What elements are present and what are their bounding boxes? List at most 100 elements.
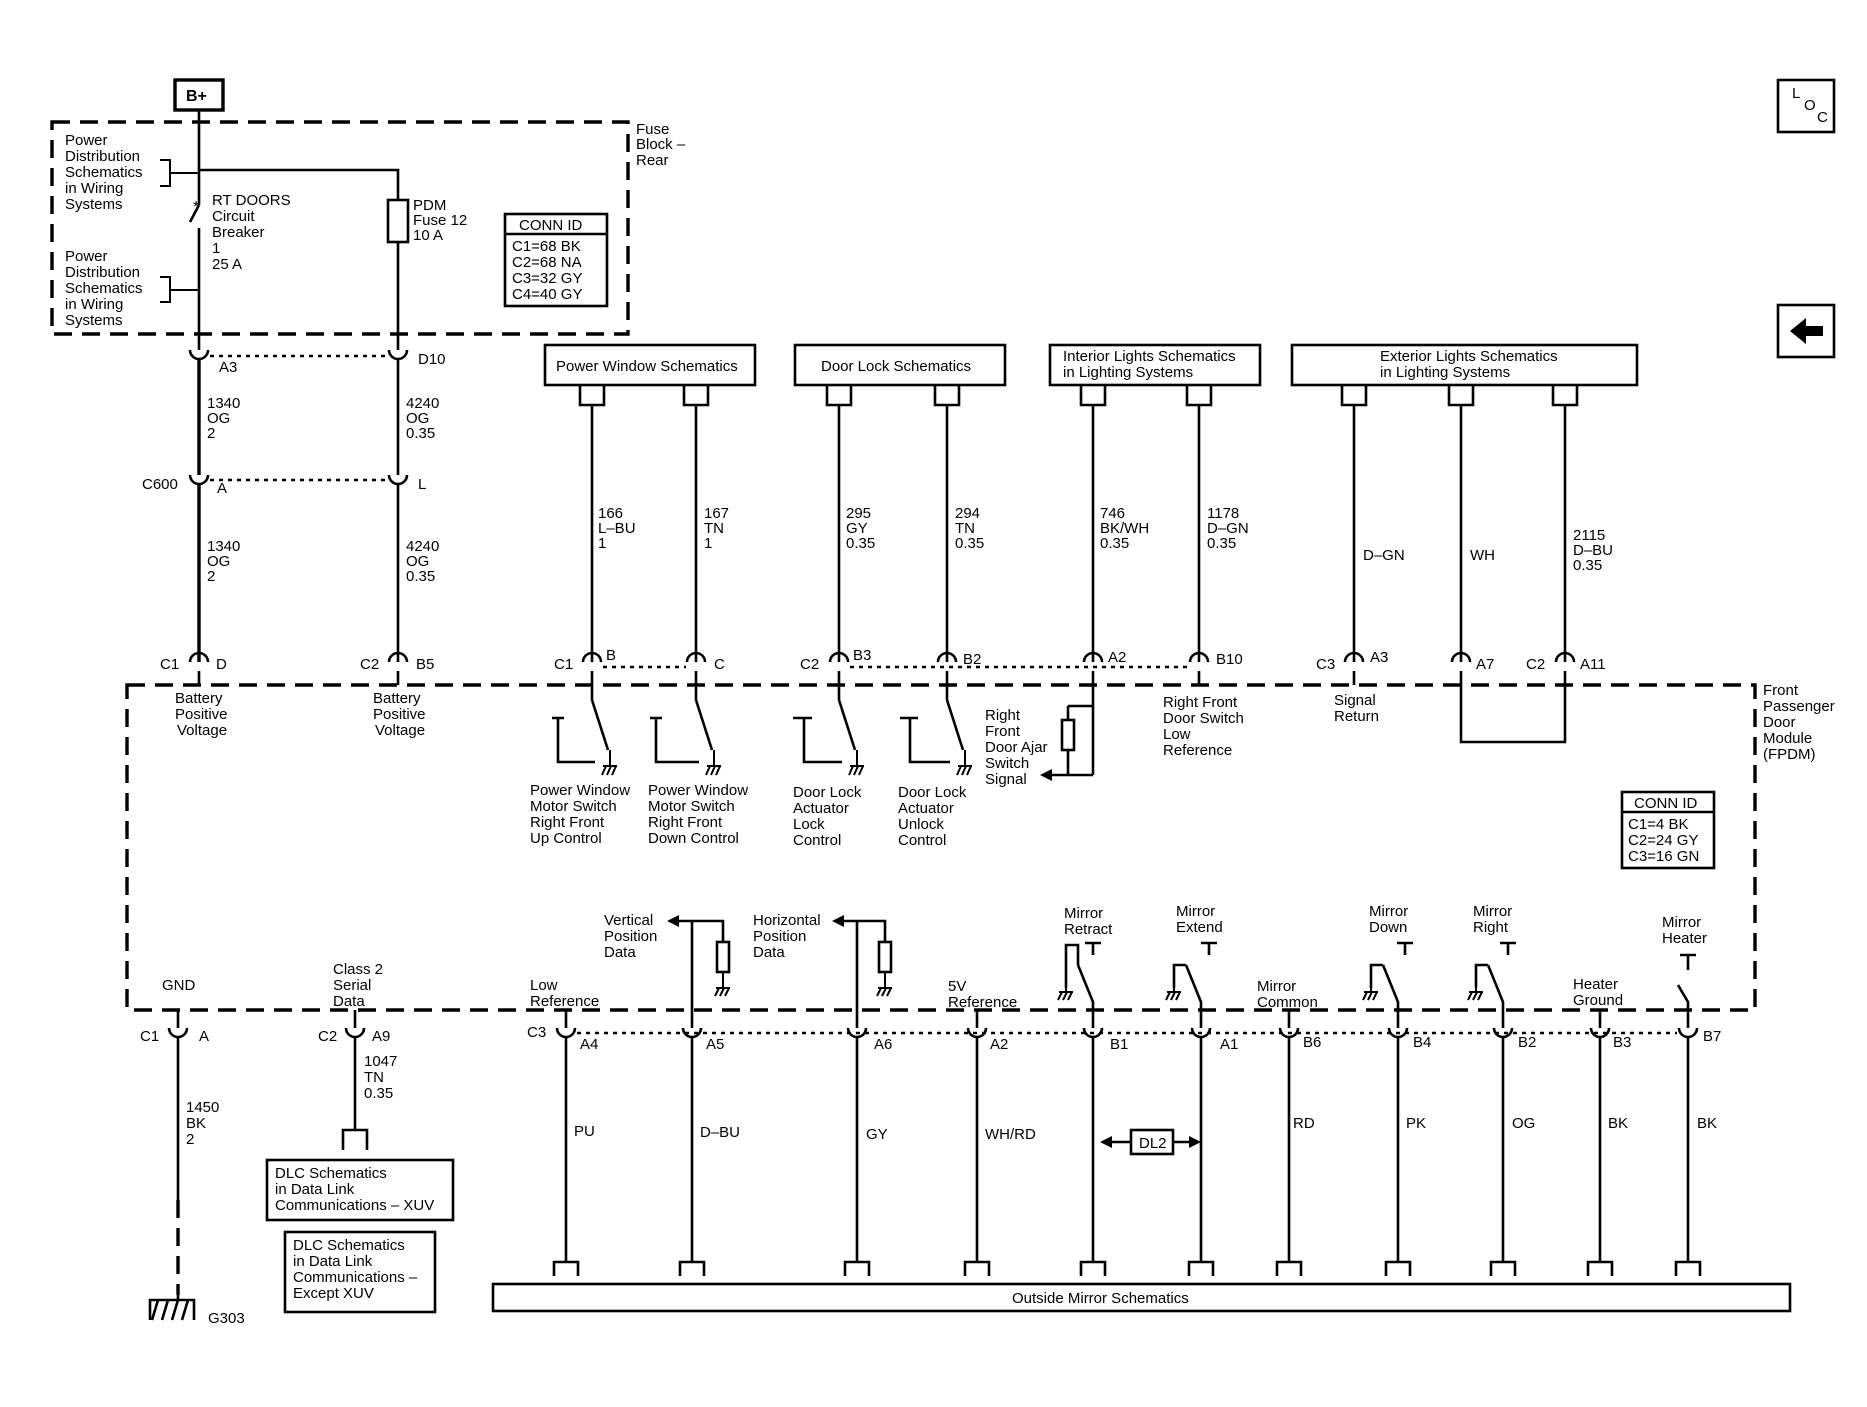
svg-text:GY: GY <box>866 1126 888 1143</box>
svg-text:Power Window: Power Window <box>648 782 748 799</box>
svg-text:Battery: Battery <box>175 690 223 707</box>
svg-text:B3: B3 <box>1613 1034 1631 1051</box>
vertical-position-label: Vertical Position Data <box>604 912 657 961</box>
svg-text:Retract: Retract <box>1064 921 1113 938</box>
svg-text:0.35: 0.35 <box>406 425 435 442</box>
svg-text:Fuse: Fuse <box>636 121 669 138</box>
back-button[interactable] <box>1776 303 1836 359</box>
dlc-xuv-link[interactable]: DLC Schematics in Data Link Communicatio… <box>265 1158 455 1222</box>
svg-text:Vertical: Vertical <box>604 912 653 929</box>
svg-text:Exterior Lights Schematics: Exterior Lights Schematics <box>1380 348 1558 365</box>
mirror-right-label: Mirror Right <box>1473 903 1512 936</box>
wire-1450-label: 1450 BK 2 <box>186 1099 219 1148</box>
module-top-pin-labels: C1 D C2 B5 C1 B C C2 B3 B2 A2 B10 C3 A3 … <box>160 647 1606 673</box>
svg-text:GY: GY <box>846 520 868 537</box>
mirror-wire-color-labels: PU D–BU GY WH/RD RD PK OG BK BK <box>574 1115 1717 1143</box>
vertical-position-sensor <box>667 915 731 1028</box>
svg-text:25 A: 25 A <box>212 256 242 273</box>
door-ajar-arrow-icon <box>1040 769 1052 781</box>
pw-down-label: Power Window Motor Switch Right Front Do… <box>648 782 748 847</box>
svg-text:Mirror: Mirror <box>1473 903 1512 920</box>
exterior-lights-schematics-link[interactable]: Exterior Lights Schematics in Lighting S… <box>1290 343 1639 387</box>
svg-text:PU: PU <box>574 1123 595 1140</box>
svg-text:1340: 1340 <box>207 395 240 412</box>
svg-text:Down Control: Down Control <box>648 830 739 847</box>
svg-text:Systems: Systems <box>65 312 123 329</box>
mirror-extend-label: Mirror Extend <box>1176 903 1223 936</box>
svg-text:Motor Switch: Motor Switch <box>530 798 617 815</box>
svg-text:Unlock: Unlock <box>898 816 944 833</box>
power-window-down-switch <box>650 699 721 776</box>
wire-4240-lower-label: 4240 OG 0.35 <box>406 538 439 585</box>
power-window-up-switch <box>552 699 617 776</box>
svg-text:1450: 1450 <box>186 1099 219 1116</box>
svg-text:in Wiring: in Wiring <box>65 296 123 313</box>
connector-a3 <box>188 349 210 361</box>
gnd-label: GND <box>162 977 196 994</box>
wire-167-label: 167 TN 1 <box>704 505 729 552</box>
loc-button[interactable]: L O C <box>1776 78 1836 134</box>
five-v-reference-label: 5V Reference <box>948 978 1017 1011</box>
wire-wh-label: WH <box>1470 547 1495 564</box>
svg-text:2: 2 <box>207 425 215 442</box>
outside-mirror-schematics-link[interactable]: Outside Mirror Schematics <box>491 1282 1792 1313</box>
loc-letter-o: O <box>1804 97 1816 114</box>
svg-text:Door Ajar: Door Ajar <box>985 739 1048 756</box>
svg-text:Low: Low <box>530 977 558 994</box>
svg-text:D–BU: D–BU <box>700 1124 740 1141</box>
svg-text:in Lighting Systems: in Lighting Systems <box>1063 364 1193 381</box>
svg-text:Reference: Reference <box>1163 742 1232 759</box>
svg-text:Return: Return <box>1334 708 1379 725</box>
svg-text:1178: 1178 <box>1207 505 1239 522</box>
svg-text:Extend: Extend <box>1176 919 1223 936</box>
power-window-schematics-link[interactable]: Power Window Schematics <box>543 343 757 387</box>
door-unlock-label: Door Lock Actuator Unlock Control <box>898 784 967 849</box>
svg-text:C4=40 GY: C4=40 GY <box>512 286 582 303</box>
svg-text:1: 1 <box>212 240 220 257</box>
pin-d10-label: D10 <box>418 351 446 368</box>
svg-text:PDM: PDM <box>413 197 446 214</box>
svg-text:A4: A4 <box>580 1036 598 1053</box>
svg-text:TN: TN <box>955 520 975 537</box>
svg-text:RD: RD <box>1293 1115 1315 1132</box>
dl2-link[interactable]: DL2 <box>1100 1128 1201 1156</box>
svg-text:Distribution: Distribution <box>65 148 140 165</box>
svg-text:Circuit: Circuit <box>212 208 255 225</box>
wire-166-label: 166 L–BU 1 <box>598 505 636 552</box>
interior-lights-schematics-link[interactable]: Interior Lights Schematics in Lighting S… <box>1048 343 1262 387</box>
svg-text:Door Switch: Door Switch <box>1163 710 1244 727</box>
mirror-retract-switch <box>1057 941 1101 1028</box>
svg-text:Power: Power <box>65 132 108 149</box>
svg-text:A3: A3 <box>1370 649 1388 666</box>
svg-text:Control: Control <box>898 832 946 849</box>
svg-text:B2: B2 <box>1518 1034 1536 1051</box>
door-unlock-switch <box>900 699 972 776</box>
svg-text:Right Front: Right Front <box>1163 694 1238 711</box>
module-internal-stubs <box>197 671 1567 775</box>
svg-text:A1: A1 <box>1220 1036 1238 1053</box>
bplus-label: B+ <box>186 88 207 105</box>
svg-text:A5: A5 <box>706 1036 724 1053</box>
door-lock-schematics-link[interactable]: Door Lock Schematics <box>793 343 1007 387</box>
svg-text:A11: A11 <box>1580 656 1606 673</box>
svg-text:2: 2 <box>207 568 215 585</box>
svg-text:Schematics: Schematics <box>65 280 143 297</box>
svg-text:Position: Position <box>753 928 806 945</box>
low-reference-label: Right Front Door Switch Low Reference <box>1163 694 1244 759</box>
svg-text:Actuator: Actuator <box>898 800 954 817</box>
connector-d10 <box>387 349 409 361</box>
svg-text:Position: Position <box>604 928 657 945</box>
svg-text:0.35: 0.35 <box>1100 535 1129 552</box>
svg-text:Reference: Reference <box>530 993 599 1010</box>
svg-text:1: 1 <box>704 535 712 552</box>
dlc-except-xuv-link[interactable]: DLC Schematics in Data Link Communicatio… <box>283 1230 437 1314</box>
pin-a3-label: A3 <box>219 359 237 376</box>
battery-voltage-label-1: Battery Positive Voltage <box>175 690 228 739</box>
svg-text:Outside Mirror Schematics: Outside Mirror Schematics <box>1012 1290 1189 1307</box>
svg-text:Communications – XUV: Communications – XUV <box>275 1197 434 1214</box>
svg-text:Voltage: Voltage <box>177 722 227 739</box>
svg-text:C3: C3 <box>527 1024 546 1041</box>
dlc-stub <box>341 1128 369 1150</box>
svg-text:1: 1 <box>598 535 606 552</box>
pin-a-label: A <box>217 480 227 497</box>
